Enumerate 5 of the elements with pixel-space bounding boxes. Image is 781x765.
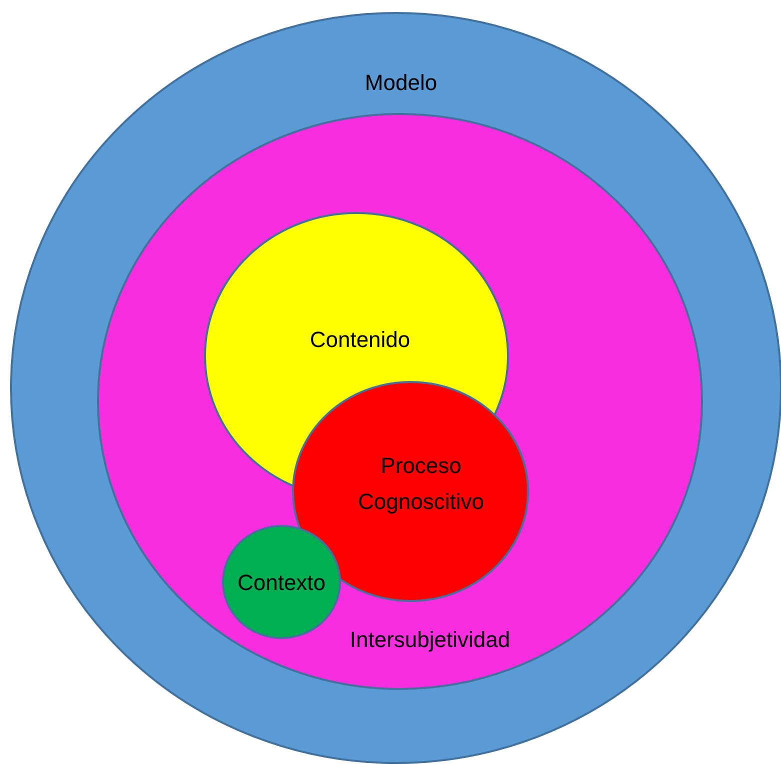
circle-label: Intersubjetividad [348, 626, 512, 654]
circle-label: Contenido [308, 326, 412, 354]
circle-label: Contexto [236, 569, 327, 597]
circle-label: Proceso Cognoscitivo [357, 452, 485, 516]
circle-label: Modelo [364, 69, 438, 97]
